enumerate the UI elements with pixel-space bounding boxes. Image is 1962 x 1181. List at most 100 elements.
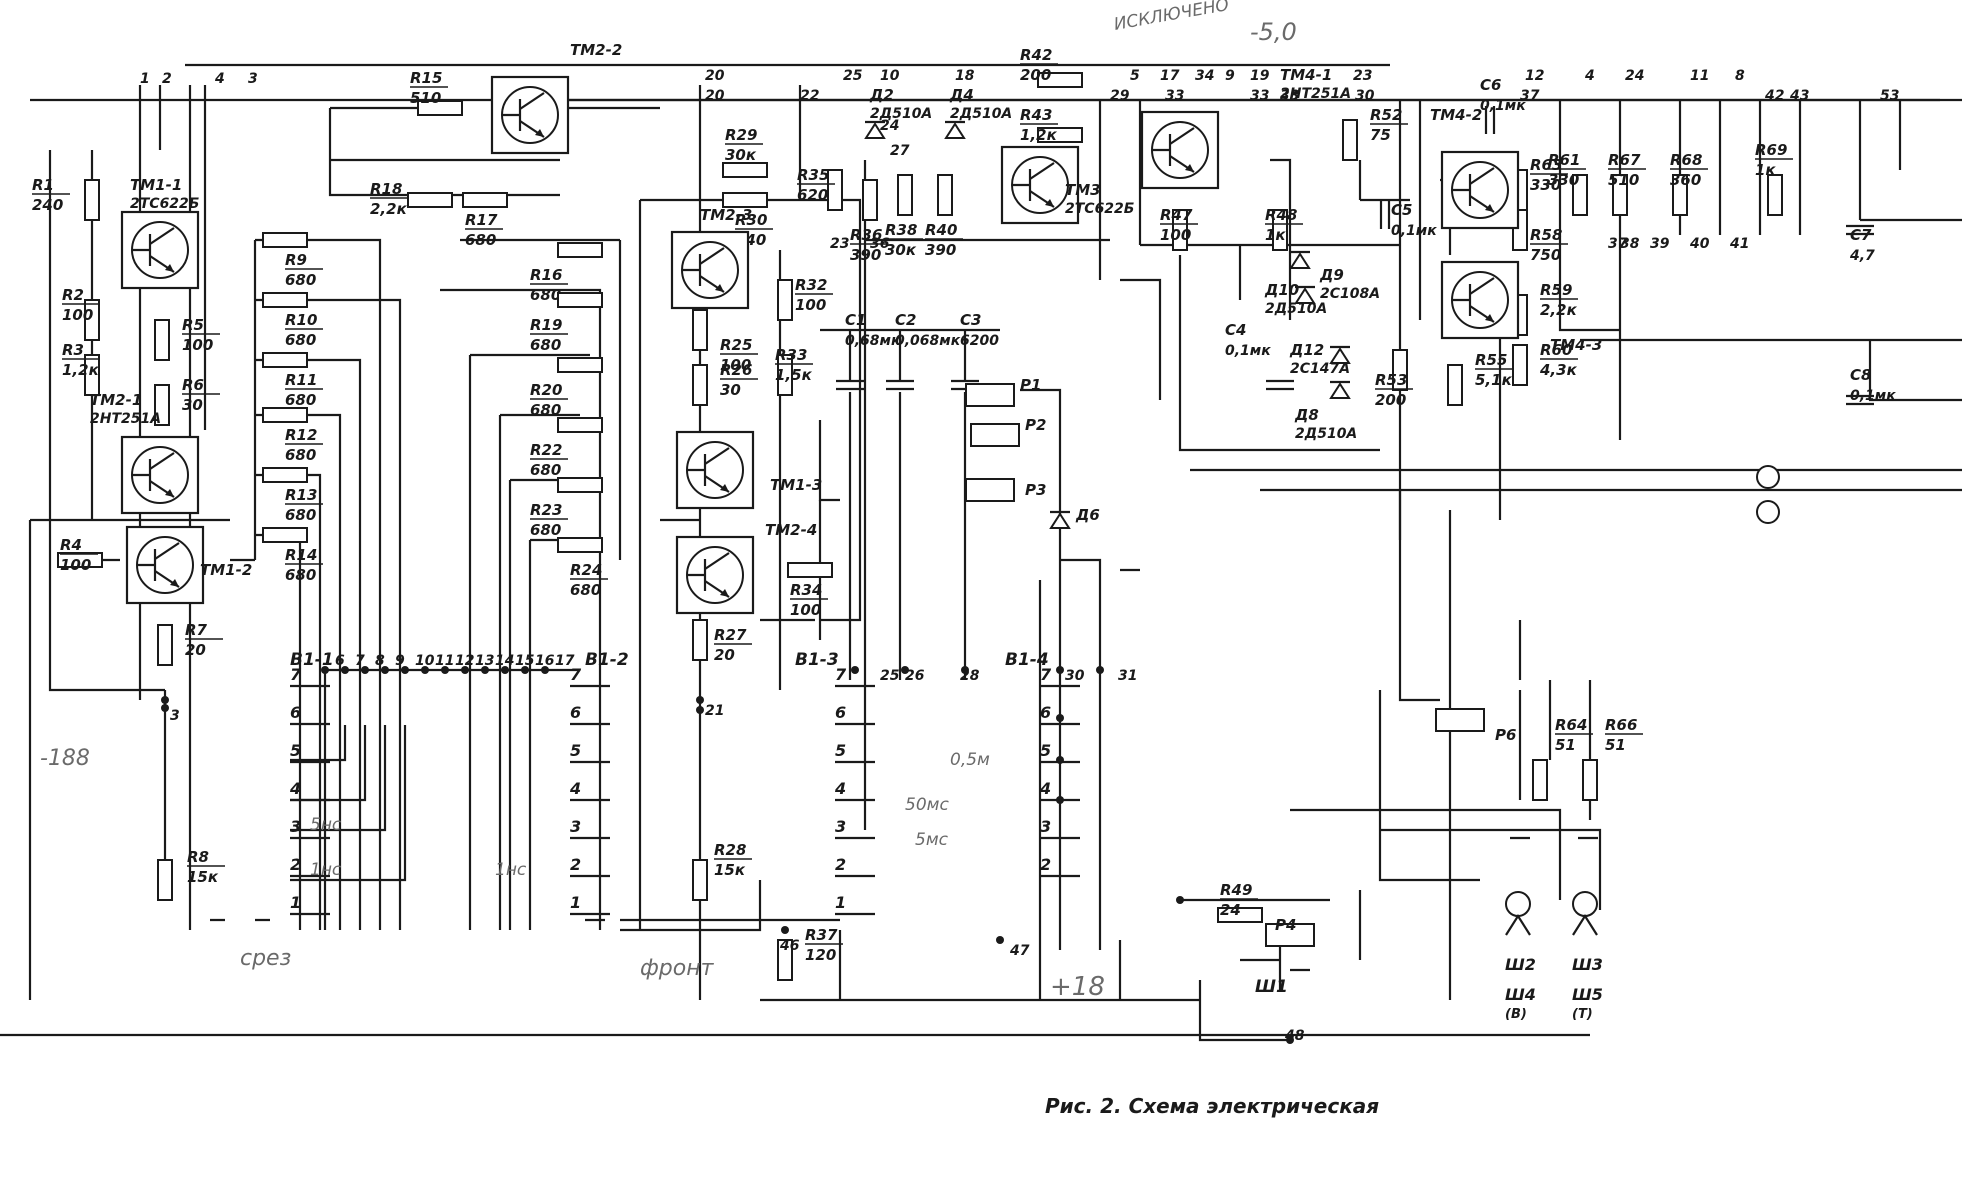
resistor-value: 390	[850, 246, 881, 264]
ground-icons	[210, 568, 1598, 972]
resistor-value: 200	[1020, 66, 1051, 84]
transistor-type: 2НТ251А	[90, 411, 161, 427]
switch-position: 1	[290, 893, 301, 912]
pin-number: 8	[1735, 68, 1745, 84]
pin-number: 23	[1353, 68, 1372, 84]
resistor-value: 680	[285, 331, 316, 349]
pin-number: 20	[705, 68, 725, 84]
pin-number: 36	[870, 236, 890, 252]
pin-number: 4	[1584, 68, 1595, 84]
switch-position: 7	[570, 665, 582, 684]
resistor-name: R12	[285, 426, 317, 444]
resistor-value: 20	[714, 646, 735, 664]
capacitor-name: C5	[1391, 201, 1412, 219]
capacitor-name: C4	[1225, 321, 1246, 339]
resistor-name: R27	[714, 626, 747, 644]
diode-type: 2С147А	[1290, 361, 1350, 377]
resistor-name: R5	[182, 316, 204, 334]
resistor-name: R36	[850, 226, 882, 244]
pin-number: 6	[335, 653, 345, 669]
switch-position: 4	[1039, 779, 1051, 798]
switch-position: 1	[835, 893, 846, 912]
capacitor-c8: C80,1мк	[1846, 366, 1896, 406]
resistor-name: R14	[285, 546, 317, 564]
resistor-name: R37	[805, 926, 838, 944]
transistor-type: 2НТ251А	[1280, 86, 1351, 102]
resistor-value: 30	[182, 396, 203, 414]
resistor-name: R18	[370, 180, 402, 198]
diode-name: Д6	[1075, 506, 1100, 524]
pin-number: 25	[843, 68, 863, 84]
pin-number: 9	[395, 653, 405, 669]
note-1ns-left: 1нс	[310, 860, 342, 880]
capacitor-symbols: C10,68мкC20,068мкC36200C40,1мкC50,1мкC60…	[836, 76, 1896, 406]
capacitor-name: C6	[1480, 76, 1501, 94]
switch-position: 4	[834, 779, 846, 798]
resistor-name: R2	[62, 286, 84, 304]
capacitor-c4: C40,1мк	[1225, 321, 1294, 391]
pin-number: 23	[830, 236, 849, 252]
resistor-name: R63	[1530, 156, 1562, 174]
resistor-value: 390	[925, 241, 956, 259]
resistor-name: R34	[790, 581, 822, 599]
pin-number: 8	[375, 653, 385, 669]
capacitor-value: 0,1мк	[1850, 388, 1896, 404]
resistor-value: 680	[465, 231, 496, 249]
resistor-name: R61	[1548, 151, 1580, 169]
resistor-value: 330	[1530, 176, 1561, 194]
resistor-name: R4	[60, 536, 82, 554]
relay-name: Р3	[1025, 481, 1046, 499]
switch-position: 2	[835, 855, 846, 874]
resistor-name: R30	[735, 211, 767, 229]
capacitor-c1: C10,68мк	[836, 311, 901, 391]
transistor-tm2-2: ТМ2-2	[490, 41, 622, 155]
resistor-name: R25	[720, 336, 752, 354]
pin-number: 39	[1650, 236, 1670, 252]
switch-b1-2-label: В1-2	[585, 650, 629, 670]
pin-number: 9	[1225, 68, 1235, 84]
pin-number: 25	[880, 668, 900, 684]
resistor-name: R67	[1608, 151, 1641, 169]
pin-number: 42	[1764, 88, 1784, 104]
pin-number: 40	[1689, 236, 1710, 252]
diode-type: 2С108А	[1320, 286, 1380, 302]
switch-position: 2	[290, 855, 301, 874]
resistor-name: R53	[1375, 371, 1407, 389]
resistor-name: R42	[1020, 46, 1052, 64]
resistor-value: 750	[1530, 246, 1561, 264]
resistor-name: R26	[720, 361, 752, 379]
transistor-name: ТМ1-3	[770, 476, 822, 494]
resistor-value: 240	[32, 196, 63, 214]
pin-number: 2	[162, 71, 172, 87]
pin-number: 14	[495, 653, 514, 669]
switch-position: 7	[1040, 665, 1052, 684]
note-voltage-left: -188	[40, 746, 90, 771]
relay-name: Р2	[1025, 416, 1046, 434]
pin-number: 27	[890, 143, 910, 159]
pin-number: 3	[170, 708, 180, 724]
connector-coax-icons	[1756, 465, 1780, 524]
resistor-name: R47	[1160, 206, 1193, 224]
capacitor-name: C3	[960, 311, 981, 329]
